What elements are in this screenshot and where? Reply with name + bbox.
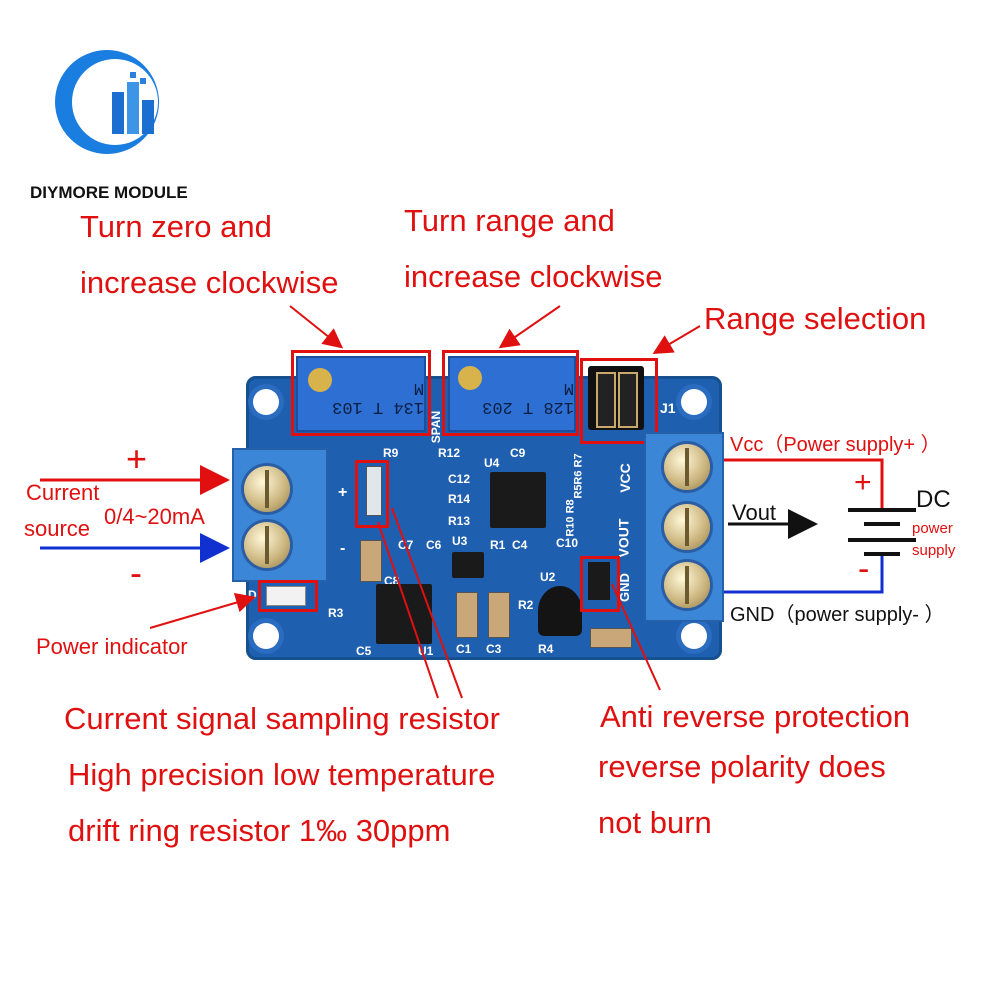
silk-r14: R14: [448, 492, 471, 506]
capacitor-c1: [456, 592, 478, 638]
zero-arrow: [289, 305, 344, 349]
brand-name: DIYMORE MODULE: [30, 183, 188, 202]
silk-c9: C9: [510, 446, 526, 460]
anti-line3: not burn: [598, 805, 712, 840]
terminal-screw: [664, 504, 710, 550]
power-indicator-arrow: [149, 592, 256, 629]
sampling-line3: drift ring resistor 1‰ 30ppm: [68, 813, 451, 848]
silk-c4: C4: [512, 538, 528, 552]
power-led-highlight: [258, 580, 318, 612]
range-label-line2: increase clockwise: [404, 259, 663, 294]
range-selection-label: Range selection: [704, 301, 927, 336]
transistor-u2: [538, 586, 582, 636]
sampling-line1: Current signal sampling resistor: [64, 701, 500, 736]
range-label-line1: Turn range and: [404, 203, 615, 238]
jumper-cap: [596, 372, 616, 428]
silk-c1: C1: [456, 642, 472, 656]
current-source-line2: source: [24, 516, 91, 541]
battery-icon: [848, 508, 916, 556]
protection-diode: [588, 562, 610, 600]
silk-u4: U4: [484, 456, 500, 470]
anti-reverse-arrow: [611, 583, 661, 691]
silk-c10: C10: [556, 536, 579, 550]
battery-minus-label: -: [858, 550, 870, 588]
range-selection-arrow: [652, 325, 701, 355]
terminal-screw: [244, 522, 290, 568]
dc-sub2-label: supply: [912, 542, 956, 559]
diode-highlight: [580, 556, 620, 612]
silk-r13: R13: [448, 514, 471, 528]
mount-hole-br: [681, 623, 707, 649]
battery-plus-label: +: [854, 466, 872, 499]
pot-adjust-screw: [308, 368, 332, 392]
silk-r2: R2: [518, 598, 534, 612]
range-jumper: [588, 366, 644, 430]
capacitor-c3: [488, 592, 510, 638]
sampling-arrow-b: [377, 521, 439, 699]
gnd-label: GND（power supply- ）: [730, 604, 945, 626]
zero-pot-highlight: [291, 350, 431, 436]
resistor-r4: [590, 628, 632, 648]
silk-r12: R12: [438, 446, 461, 460]
input-minus-label: -: [130, 552, 142, 593]
power-led: [266, 586, 306, 606]
silk-u3: U3: [452, 534, 468, 548]
mount-hole-tr: [681, 389, 707, 415]
jumper-highlight: [580, 358, 658, 444]
silk-plus: +: [338, 484, 348, 501]
op-amp-chip-u4: [490, 472, 546, 528]
current-source-line1: Current: [26, 480, 100, 505]
silk-r1: R1: [490, 538, 506, 552]
zero-label-line1: Turn zero and: [80, 209, 272, 244]
sampling-resistor-highlight: [355, 460, 389, 528]
input-plus-label: +: [126, 438, 148, 479]
output-terminal-block: [644, 432, 724, 622]
silk-c3: C3: [486, 642, 502, 656]
current-range-label: 0/4~20mA: [104, 504, 205, 529]
range-potentiometer: 128 T 203 M: [448, 356, 576, 432]
silk-minus: -: [340, 540, 346, 557]
capacitor-c8: [360, 540, 382, 582]
silk-r9: R9: [383, 446, 399, 460]
silk-u2: U2: [540, 570, 556, 584]
dc-sub1-label: power: [912, 520, 953, 537]
range-pot-highlight: [442, 350, 579, 436]
silk-c5: C5: [356, 644, 372, 658]
silk-r4: R4: [538, 642, 554, 656]
j1-label: J1: [660, 400, 676, 416]
vout-label: Vout: [732, 500, 777, 525]
sampling-arrow-a: [391, 507, 463, 699]
terminal-screw: [664, 444, 710, 490]
anti-line1: Anti reverse protection: [600, 699, 911, 734]
power-indicator-label: Power indicator: [36, 634, 188, 659]
anti-line2: reverse polarity does: [598, 749, 886, 784]
jumper-cap: [618, 372, 638, 428]
vcc-wire: [724, 458, 884, 508]
logo-icon: [55, 50, 159, 154]
sampling-resistor: [366, 466, 382, 516]
mount-hole-tl: [253, 389, 279, 415]
input-terminal-block: [232, 448, 328, 582]
zero-label-line2: increase clockwise: [80, 265, 339, 300]
sampling-line2: High precision low temperature: [68, 757, 496, 792]
range-arrow: [498, 305, 561, 349]
dc-label: DC: [916, 486, 951, 513]
silk-c6: C6: [426, 538, 442, 552]
silk-c12: C12: [448, 472, 471, 486]
terminal-screw: [244, 466, 290, 512]
mount-hole-bl: [253, 623, 279, 649]
vcc-label: Vcc（Power supply+ ）: [730, 434, 941, 456]
zero-potentiometer: 134 T 103 M: [296, 356, 426, 432]
gnd-wire: [724, 556, 884, 594]
transistor-u3: [452, 552, 484, 578]
silk-r3: R3: [328, 606, 344, 620]
pot-adjust-screw: [458, 366, 482, 390]
brand-logo: [52, 40, 172, 170]
terminal-screw: [664, 562, 710, 608]
